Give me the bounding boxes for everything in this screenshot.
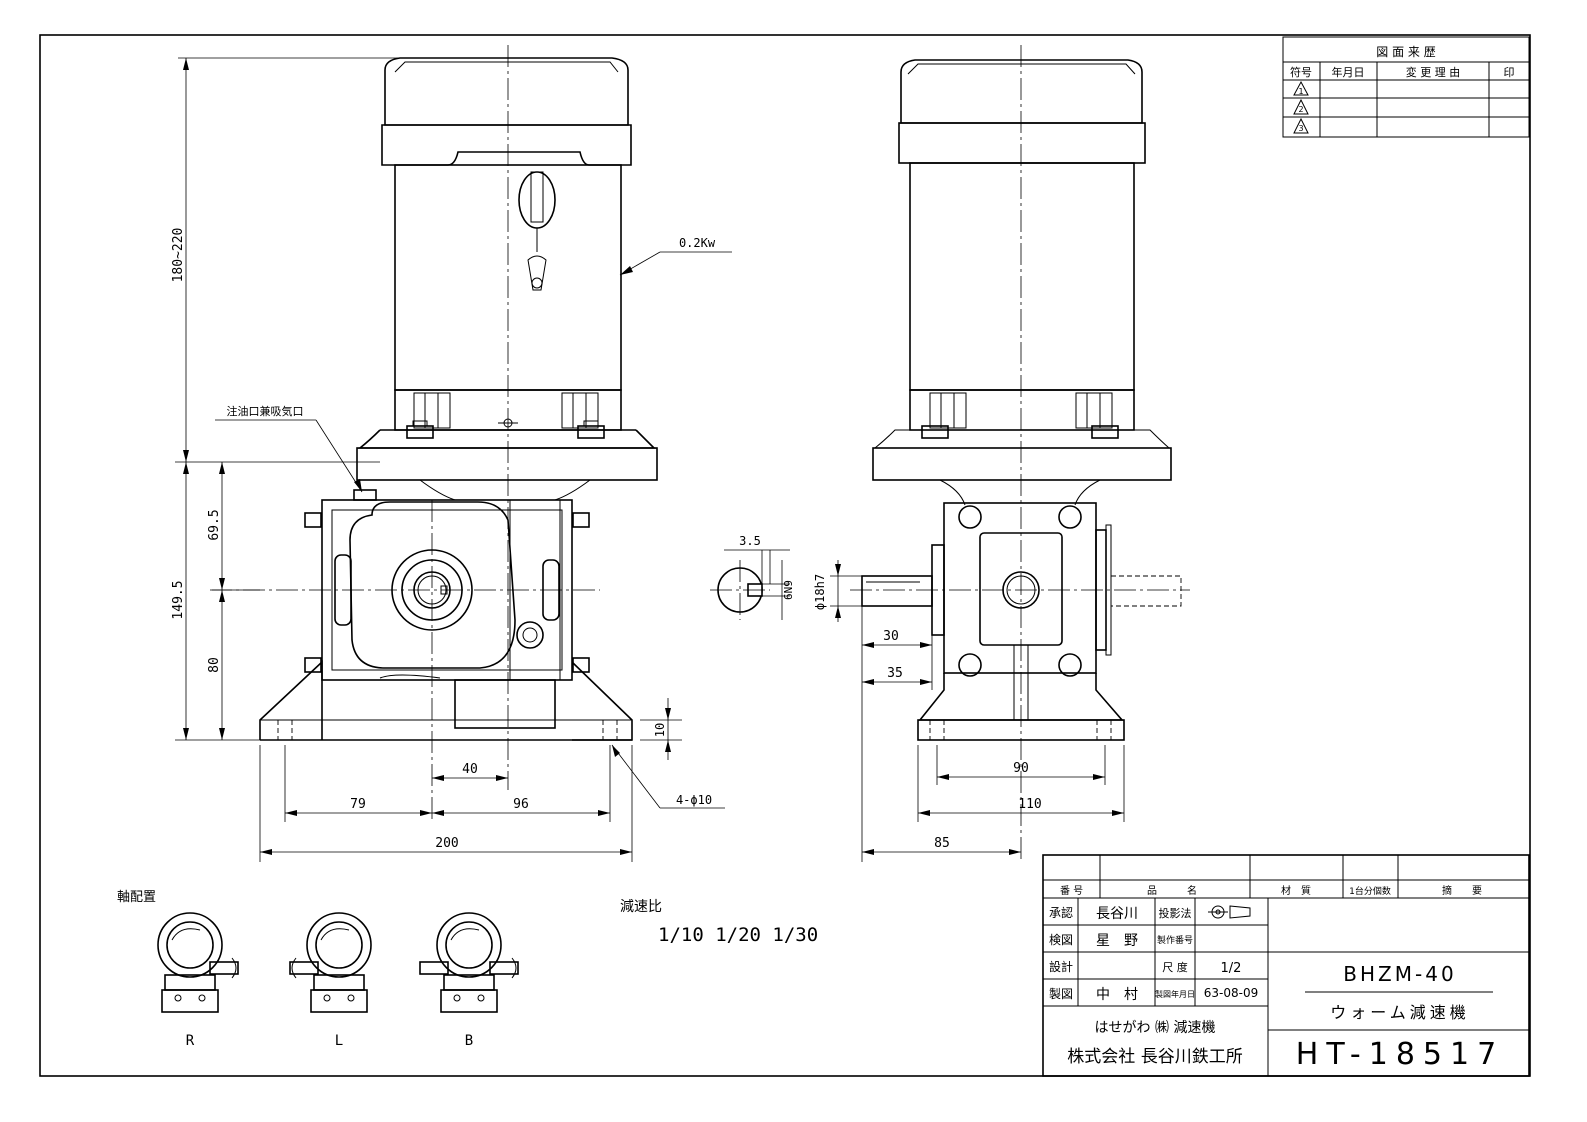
dim-key-tol: 6N9 [782,580,795,600]
approve-name: 長谷川 [1096,906,1138,922]
triangle-revision-icon: 2 [1293,98,1309,115]
revision-header-seal: 印 [1504,66,1515,79]
oil-filler-plug [353,489,377,501]
arrangement-r-icon [157,912,239,1013]
input-shaft [861,575,933,607]
scale-label: 尺 度 [1162,960,1188,974]
product-no-label: 製作番号 [1157,934,1193,946]
draw-name: 中 村 [1096,987,1138,1003]
revision-table: 図 面 来 歴 符号 年月日 変 更 理 由 印 1 2 3 [1282,36,1530,138]
tb-head-name: 品 名 [1147,884,1197,897]
svg-text:1: 1 [1298,87,1303,96]
tb-head-remarks: 摘 要 [1442,884,1482,897]
dim-offset-40: 40 [462,762,478,777]
third-angle-projection-icon [1208,905,1251,919]
dim-base-thickness: 10 [653,723,667,737]
triangle-revision-icon: 1 [1293,80,1309,96]
dim-bolt-holes: 4-ϕ10 [676,793,712,807]
projection-label: 投影法 [1159,906,1192,920]
dim-base-90: 90 [1013,761,1029,776]
front-view [210,45,658,820]
worm-wheel-cover [349,501,516,669]
title-block: 番 号 品 名 材 質 1台分個数 摘 要 承認 長谷川 検図 星 野 設計 製… [1042,854,1530,1077]
dim-left-79: 79 [350,797,366,812]
date-label: 製図年月日 [1155,989,1195,999]
side-motor-flange [872,447,1172,481]
dimension-texts: 180~220 149.5 69.5 80 10 40 79 96 200 4-… [171,228,1042,851]
draw-label: 製図 [1049,987,1073,1001]
oil-port-label: 注油口兼吸気口 [227,404,304,418]
arrangement-l-label: L [335,1033,343,1049]
dim-shaft-dia: ϕ18h7 [813,574,827,610]
model-number: BHZM-40 [1343,962,1456,986]
side-view [850,45,1190,860]
arrangement-b-label: B [465,1033,473,1049]
tb-head-qty: 1台分個数 [1349,885,1391,897]
side-gearbox-housing [943,502,1097,674]
drain-plug [516,621,544,649]
ratio-values: 1/10 1/20 1/30 [658,924,818,946]
dim-gear-height: 149.5 [171,580,186,619]
dim-upper-height: 69.5 [207,509,222,540]
tb-head-number: 番 号 [1060,885,1083,897]
triangle-revision-icon: 3 [1293,117,1309,134]
dim-motor-height: 180~220 [171,228,186,283]
terminal-box [518,171,556,229]
check-name: 星 野 [1096,933,1138,949]
shaft-arrangement: 軸配置 R L [117,890,519,1049]
side-motor-cap [900,59,1143,124]
dim-shaft-35: 35 [887,666,903,681]
base-foot-left [259,660,323,740]
drawing-number: HT-18517 [1296,1037,1504,1072]
dim-key-width: 3.5 [739,534,761,548]
dim-shaft-30: 30 [883,629,899,644]
check-label: 検図 [1049,933,1073,947]
revision-header-date: 年月日 [1332,65,1365,79]
svg-text:3: 3 [1298,124,1303,133]
dim-base-110: 110 [1018,797,1041,812]
arrangement-b-icon [419,912,519,1013]
arrangement-l-icon [289,912,372,1013]
sheet-border [39,34,1531,1077]
revision-header-reason: 変 更 理 由 [1406,65,1461,79]
arrangement-r-label: R [186,1033,195,1049]
svg-text:2: 2 [1298,105,1303,114]
date-value: 63-08-09 [1204,986,1258,1000]
dimension-arrows [183,58,1124,855]
company-name: 株式会社 長谷川鉄工所 [1067,1047,1242,1067]
revision-header-mark: 符号 [1290,66,1312,79]
motor-power-label: 0.2Kw [679,236,716,250]
base-foot-right [571,661,633,741]
dim-mid-96: 96 [513,797,529,812]
dim-lower-height: 80 [207,657,222,673]
motor-cap [384,57,629,126]
side-motor-body [909,162,1135,391]
dim-center-85: 85 [934,836,950,851]
tb-head-material: 材 質 [1281,884,1311,897]
motor-flange [356,447,658,481]
approve-label: 承認 [1049,905,1073,920]
company-brand: はせがわ ㈱ 減速機 [1095,1019,1216,1036]
scale-value: 1/2 [1221,961,1242,976]
ratio-title: 減速比 [620,898,662,915]
shaft-key-detail [710,549,790,620]
dim-total-200: 200 [435,836,458,851]
design-label: 設計 [1049,959,1073,974]
shaft-arrangement-label: 軸配置 [117,890,156,905]
dimension-lines [175,57,1125,862]
product-name: ウォーム減速機 [1330,1003,1470,1022]
fan-cover [381,124,632,166]
revision-title: 図 面 来 歴 [1376,45,1435,59]
